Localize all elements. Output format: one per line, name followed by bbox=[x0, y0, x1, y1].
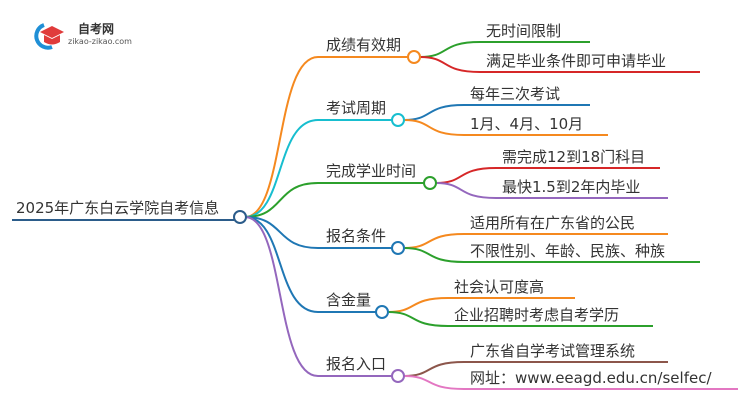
leaf-connector bbox=[403, 104, 590, 121]
branch-label: 含金量 bbox=[326, 291, 371, 309]
branch-node bbox=[391, 369, 405, 383]
graduation-cap-icon bbox=[34, 23, 64, 50]
branch-label: 报名条件 bbox=[326, 227, 386, 245]
leaf-label: 每年三次考试 bbox=[470, 85, 560, 103]
leaf-connector bbox=[435, 167, 660, 184]
branch-connector bbox=[244, 119, 392, 218]
leaf-connector bbox=[403, 247, 700, 263]
leaf-connector bbox=[403, 119, 608, 136]
leaf-connector bbox=[403, 361, 668, 377]
leaf-connector bbox=[419, 41, 590, 58]
leaf-label: 网址：www.eeagd.edu.cn/selfec/ bbox=[470, 369, 712, 387]
leaf-connector bbox=[403, 233, 668, 249]
leaf-label: 广东省自学考试管理系统 bbox=[470, 342, 635, 360]
leaf-label: 社会认可度高 bbox=[454, 278, 544, 296]
leaf-label: 满足毕业条件即可申请毕业 bbox=[486, 52, 666, 70]
branch-connector bbox=[244, 216, 376, 313]
branch-connector bbox=[244, 216, 392, 377]
leaf-label: 无时间限制 bbox=[486, 22, 561, 40]
branch-label: 考试周期 bbox=[326, 99, 386, 117]
logo-subtitle: zikao-zikao.com bbox=[68, 37, 132, 46]
leaf-connector bbox=[387, 297, 575, 313]
branch-label: 成绩有效期 bbox=[326, 36, 401, 54]
root-label: 2025年广东白云学院自考信息 bbox=[16, 199, 219, 217]
leaf-label: 不限性别、年龄、民族、种族 bbox=[470, 242, 665, 260]
leaf-label: 需完成12到18门科目 bbox=[502, 148, 645, 166]
branch-connector bbox=[244, 182, 424, 218]
branch-node bbox=[407, 50, 421, 64]
branch-node bbox=[423, 176, 437, 190]
logo: 自考网 zikao-zikao.com bbox=[30, 20, 140, 50]
leaf-label: 适用所有在广东省的公民 bbox=[470, 214, 635, 232]
branch-node bbox=[375, 305, 389, 319]
branch-connector bbox=[244, 56, 408, 218]
leaf-label: 1月、4月、10月 bbox=[470, 115, 583, 133]
branch-label: 完成学业时间 bbox=[326, 162, 416, 180]
branch-node bbox=[391, 113, 405, 127]
leaf-connector bbox=[387, 311, 653, 327]
leaf-label: 最快1.5到2年内毕业 bbox=[502, 178, 640, 196]
branch-connector bbox=[244, 216, 392, 249]
branch-node bbox=[391, 241, 405, 255]
leaf-connector bbox=[435, 182, 668, 199]
leaf-connector bbox=[419, 56, 700, 73]
root-node bbox=[233, 210, 247, 224]
leaf-label: 企业招聘时考虑自考学历 bbox=[454, 306, 619, 324]
branch-label: 报名入口 bbox=[326, 355, 386, 373]
leaf-connector bbox=[403, 375, 738, 390]
logo-title: 自考网 bbox=[78, 22, 115, 36]
